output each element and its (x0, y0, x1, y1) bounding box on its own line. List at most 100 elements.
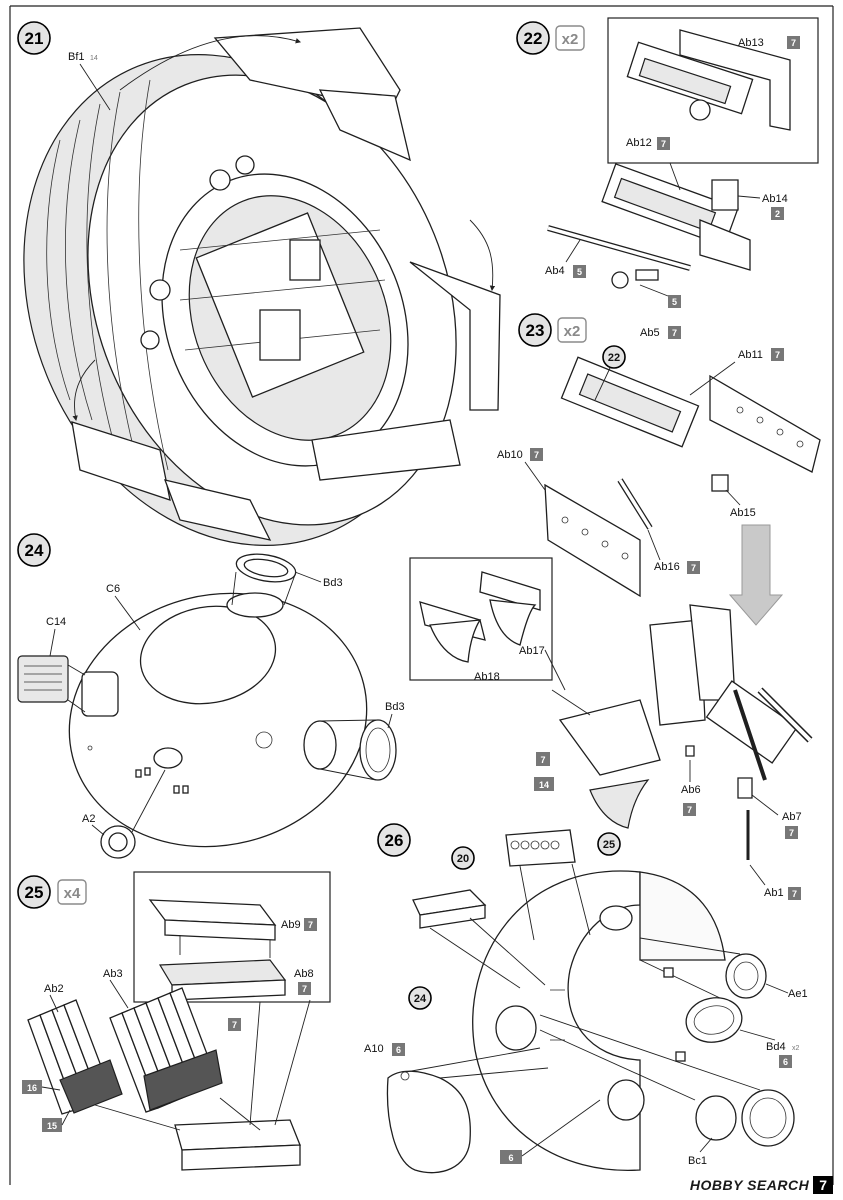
step-22-multiplier: x2 (562, 31, 579, 48)
step-25-number: 25 (25, 883, 44, 902)
page-number: 7 (813, 1176, 833, 1194)
step-24-number: 24 (25, 541, 44, 560)
svg-text:7: 7 (308, 920, 313, 930)
label-bd4: Bd4 (766, 1041, 786, 1053)
tray-part-num-b: 14 (539, 780, 549, 790)
breech-assembly (601, 163, 751, 271)
step-26-number: 26 (385, 831, 404, 850)
step-22-inset (607, 17, 819, 164)
label-ab10: Ab10 (497, 449, 523, 461)
label-ab14: Ab14 (762, 193, 788, 205)
step-26: 26 20 25 24 (364, 823, 808, 1174)
step-22-badge (516, 21, 550, 55)
step-23-number: 23 (526, 321, 545, 340)
step-22: 22 x2 Ab13 7 Ab12 7 Ab14 2 (516, 17, 819, 308)
periscope-block (412, 889, 546, 989)
label-ab13: Ab13 (738, 37, 764, 49)
label-ab3: Ab3 (103, 968, 123, 980)
ammo-tray-inset (419, 571, 541, 663)
tread-segment-right (409, 261, 501, 411)
label-ab17: Ab17 (519, 645, 545, 657)
step-25-inset (133, 871, 331, 1003)
svg-text:7: 7 (789, 828, 794, 838)
label-ab1: Ab1 (764, 887, 784, 899)
breech-block-inset (626, 29, 791, 131)
step-21-number: 21 (25, 29, 44, 48)
rounds-part-num: 7 (232, 1020, 237, 1030)
svg-text:22: 22 (608, 352, 620, 364)
label-bd4-mult: x2 (792, 1045, 800, 1052)
label-bc1: Bc1 (688, 1155, 707, 1167)
wheel-tire (23, 27, 501, 546)
shell-rack-inset (148, 899, 287, 1001)
step-23-badge (518, 313, 552, 347)
label-ab18: Ab18 (474, 671, 500, 683)
label-ab7: Ab7 (782, 811, 802, 823)
tread-segment-bottom (163, 479, 272, 541)
step-26-bottom-num: 6 (508, 1153, 513, 1163)
svg-text:7: 7 (661, 139, 666, 149)
step-24-badge (17, 533, 51, 567)
step-25: 25 x4 Ab9 7 Ab8 7 Ab2 Ab3 7 (17, 871, 331, 1171)
label-ab9: Ab9 (281, 919, 301, 931)
svg-text:20: 20 (457, 853, 469, 865)
gun-assembly (558, 604, 813, 860)
svg-text:7: 7 (792, 889, 797, 899)
label-bd3-side: Bd3 (385, 701, 405, 713)
step-25-badge (17, 875, 51, 909)
label-bd3-top: Bd3 (323, 577, 343, 589)
ref-step-25 (597, 832, 621, 856)
label-ab2: Ab2 (44, 983, 64, 995)
svg-text:7: 7 (791, 38, 796, 48)
part-num-15: 15 (47, 1121, 57, 1131)
label-ab8: Ab8 (294, 968, 314, 980)
hull-disk (68, 592, 368, 848)
part-num-16: 16 (27, 1083, 37, 1093)
label-ab6: Ab6 (681, 784, 701, 796)
tread-segment-left (71, 421, 171, 501)
label-ae1: Ae1 (788, 988, 808, 1000)
down-arrow-icon (728, 524, 784, 626)
step-26-badge (377, 823, 411, 857)
hatch-ring-top (226, 553, 297, 618)
label-ab15: Ab15 (730, 507, 756, 519)
tread-segment-upper (318, 89, 411, 162)
breech-with-plates (544, 356, 821, 598)
tray-part-num-a: 7 (540, 755, 545, 765)
svg-text:25: 25 (603, 839, 615, 851)
svg-text:7: 7 (672, 328, 677, 338)
svg-text:6: 6 (396, 1045, 401, 1055)
label-ab12: Ab12 (626, 137, 652, 149)
step-23: 23 x2 22 Ab5 7 Ab11 7 Ab10 7 Ab15 A (409, 313, 821, 900)
label-bf1-num: 14 (90, 55, 98, 62)
svg-text:5: 5 (672, 297, 677, 307)
handle-rod (547, 225, 691, 289)
label-ab11: Ab11 (738, 349, 763, 361)
step-23-multiplier: x2 (564, 323, 581, 340)
step-23-ref-22 (602, 345, 626, 369)
side-ring (303, 719, 397, 781)
svg-text:2: 2 (775, 209, 780, 219)
label-ab16: Ab16 (654, 561, 680, 573)
shell-rack (505, 829, 591, 941)
svg-text:24: 24 (414, 993, 427, 1005)
svg-text:7: 7 (775, 350, 780, 360)
label-bf1: Bf1 (68, 51, 85, 63)
step-25-multiplier: x4 (64, 885, 81, 902)
label-ab5: Ab5 (640, 327, 660, 339)
ref-step-20 (451, 846, 475, 870)
svg-text:6: 6 (783, 1057, 788, 1067)
step-21-badge (17, 21, 51, 55)
port-rings (539, 937, 795, 1147)
port-bushing (100, 769, 166, 859)
ref-step-24 (408, 986, 432, 1010)
svg-text:7: 7 (302, 984, 307, 994)
step-22-number: 22 (524, 29, 543, 48)
watermark-brand: HOBBY SEARCH (689, 1177, 810, 1193)
shell-rounds (27, 987, 301, 1171)
step-23-inset (409, 557, 553, 681)
label-c6: C6 (106, 583, 120, 595)
label-ab4: Ab4 (545, 265, 565, 277)
